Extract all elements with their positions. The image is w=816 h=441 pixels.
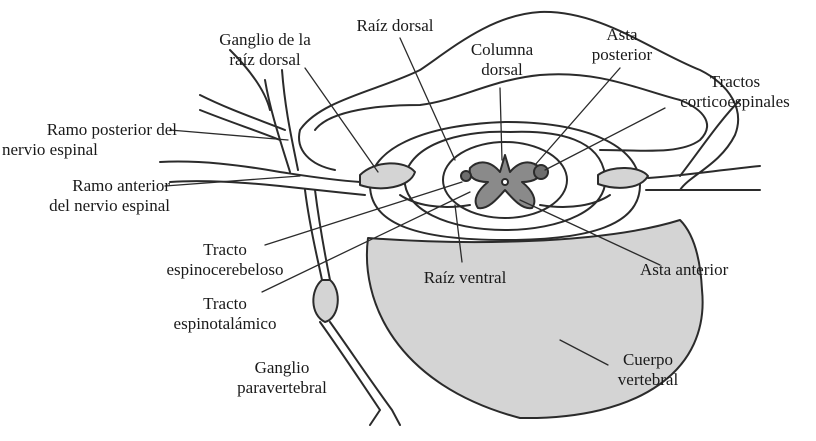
label-tracto-espinotalamico: Tracto espinotalámico <box>150 294 300 334</box>
label-raiz-ventral: Raíz ventral <box>405 268 525 288</box>
label-ramo-posterior: Ramo posterior del nervio espinal <box>2 120 177 160</box>
posterior-ramus-left <box>265 70 298 172</box>
leader-ramo-posterior <box>170 130 288 140</box>
corticospinal-tract-left <box>461 171 471 181</box>
label-columna-dorsal: Columna dorsal <box>452 40 552 80</box>
vertebral-arch-outer-left <box>299 130 335 170</box>
label-asta-posterior: Asta posterior <box>582 25 662 65</box>
vertebral-arch-inner <box>315 74 707 151</box>
label-ramo-anterior: Ramo anterior del nervio espinal <box>20 176 170 216</box>
label-raiz-dorsal: Raíz dorsal <box>340 16 450 36</box>
leader-tractos-corticoespinales <box>545 108 665 170</box>
central-canal <box>502 179 508 185</box>
label-ganglio-paravertebral: Ganglio paravertebral <box>212 358 352 398</box>
dorsal-root-ganglion-left <box>360 163 415 188</box>
leader-ganglio-raiz-dorsal <box>305 68 378 172</box>
corticospinal-tract-right <box>534 165 548 179</box>
label-tractos-corticoespinales: Tractos corticoespinales <box>660 72 810 112</box>
label-tracto-espinocerebeloso: Tracto espinocerebeloso <box>150 240 300 280</box>
sympathetic-trunk <box>305 190 330 280</box>
label-ganglio-raiz-dorsal: Ganglio de la raíz dorsal <box>200 30 330 70</box>
label-cuerpo-vertebral: Cuerpo vertebral <box>598 350 698 390</box>
paravertebral-ganglion <box>313 280 337 322</box>
label-asta-anterior: Asta anterior <box>640 260 770 280</box>
